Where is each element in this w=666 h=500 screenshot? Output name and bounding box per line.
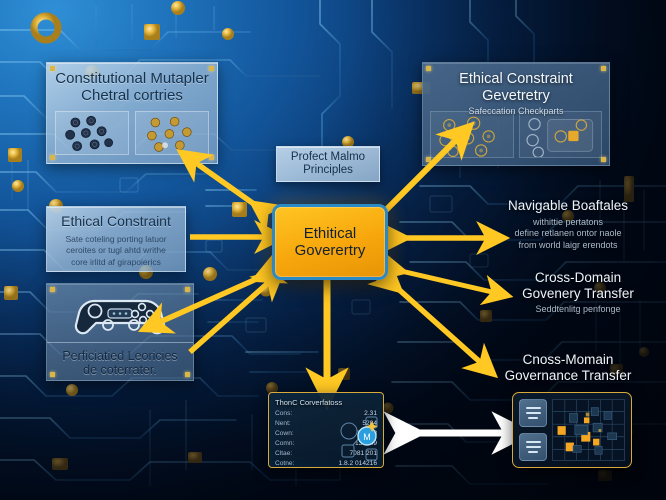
stats-row-value: 2.31	[364, 410, 377, 417]
text-sub-line1: Seddtenlitg penfonge	[535, 304, 621, 315]
panel-corner-screw	[426, 157, 431, 162]
text-heading-line1: Cross-Domain	[534, 270, 622, 285]
panel-caption-line1: Perficiatied Leoricies	[62, 349, 178, 363]
panel-corner-screw	[209, 66, 214, 71]
list-card-icon[interactable]	[519, 433, 547, 461]
stats-panel-title: ThonC Corverfatoss	[275, 398, 343, 407]
text-heading-line2: Governance Transfer	[504, 367, 632, 383]
panel-subtext-line3: core irlitd af girapoierics	[71, 256, 161, 267]
panel-constitutional-multiplayer[interactable]: Constitutional Mutapler Chetral cortries	[46, 62, 218, 164]
panel-title-line1: Constitutional Mutapler	[55, 70, 209, 87]
stats-row-key: Cltae:	[275, 450, 293, 458]
molecule-cluster-dark-icon	[55, 111, 129, 155]
stats-row-key: Cons:	[275, 410, 293, 417]
center-node-label: Ethitical Goverertry	[295, 225, 366, 259]
panel-corner-screw	[601, 66, 606, 71]
stats-panel[interactable]: ThonC Corverfatoss Cons: 2.31 Nent: 5284…	[268, 392, 384, 468]
panel-title: Ethical Constraint Gevetretry	[459, 71, 573, 104]
circuit-minimap-icon[interactable]	[552, 399, 625, 461]
panel-subtext: Sate coteling porting latuor ceroites or…	[54, 234, 178, 268]
text-block-cross-domain-transfer: Cross-Domain Govenery Transfer Seddtenli…	[488, 270, 666, 316]
list-card-icon[interactable]	[519, 399, 547, 427]
text-sub-line1: withittie pertatons	[532, 216, 604, 227]
panel-corner-screw	[185, 372, 190, 377]
text-heading-line1: Cnoss-Momain	[522, 352, 614, 367]
arrow-center-to-governance-transfer	[367, 258, 499, 379]
svg-text:M: M	[363, 432, 371, 442]
hub-label-text: Profect Malmo Principles	[291, 151, 365, 177]
panel-ethical-constraint[interactable]: Ethical Constraint Sate coteling porting…	[46, 206, 186, 272]
panel-caption-line2: de coterrater.	[83, 363, 157, 377]
panel-title: Constitutional Mutapler Chetral cortries	[47, 63, 217, 105]
stats-row: Cltae: 7081 201	[275, 449, 377, 459]
stats-row-key: Nent:	[275, 420, 291, 428]
stats-row: Cons: 2.31	[275, 409, 377, 419]
center-node-label-line1: Ethitical	[303, 224, 357, 242]
text-block-navigable-boundaries: Navigable Boaftales withittie pertatons …	[478, 198, 658, 252]
text-sub-line2: define retlanen ontor naole	[514, 228, 622, 239]
arrow-center-to-topright	[383, 121, 475, 213]
panel-corner-screw	[50, 372, 55, 377]
panel-corner-screw	[601, 157, 606, 162]
stats-row-key: Cown:	[275, 430, 294, 438]
text-heading-line1: Navigable Boaftales	[507, 198, 629, 213]
panel-corner-screw	[50, 66, 55, 71]
stats-row: Cotne: 1.8.2 014216	[275, 459, 377, 468]
molecule-cluster-gold-icon	[135, 111, 209, 155]
stats-row-value: 7081 201	[349, 450, 377, 458]
stats-row: Nent: 5284	[275, 419, 377, 429]
panel-corner-screw	[426, 66, 431, 71]
stats-row-key: Comn:	[275, 440, 295, 448]
node-network-icon: M	[340, 416, 378, 461]
arrow-center-to-crossdomain	[375, 250, 514, 306]
grid-panel[interactable]	[512, 392, 632, 468]
stats-row-key: Cotne:	[275, 460, 295, 468]
arrow-lowerleft-to-center	[188, 266, 287, 355]
panel-corner-screw	[50, 287, 55, 292]
panel-subtitle: Safeccation Checkparts	[468, 106, 564, 117]
panel-subtext-line2: ceroites or tugl ahtd writhe	[66, 245, 166, 256]
panel-title-line2: Chetral cortries	[81, 86, 183, 104]
center-node-ethical-governance[interactable]: Ethitical Goverertry	[272, 204, 388, 280]
panel-caption: Perficiatied Leoricies de coterrater.	[47, 349, 193, 377]
center-node-label-line2: Goverertry	[294, 242, 366, 259]
panel-subtext-line1: Sate coteling porting latuor	[65, 233, 167, 244]
text-heading-line2: Govenery Transfer	[522, 285, 634, 301]
stats-row-value: 5284	[362, 420, 377, 428]
text-block-governance-transfer: Cnoss-Momain Governance Transfer	[478, 352, 658, 383]
hub-label-line1: Profect Malmo	[290, 151, 366, 164]
hub-label-line2: Principles	[303, 164, 353, 176]
text-sub-line3: from world laigr erendots	[518, 240, 618, 251]
panel-title: Ethical Constraint	[61, 213, 171, 229]
gear-cluster-highlight-icon	[518, 111, 602, 158]
panel-corner-screw	[50, 155, 55, 160]
arrow-center-to-topleft	[176, 149, 286, 234]
hub-label-project-malmo[interactable]: Profect Malmo Principles	[276, 146, 380, 182]
stats-row-value: 1.8.2 014216	[338, 460, 377, 468]
